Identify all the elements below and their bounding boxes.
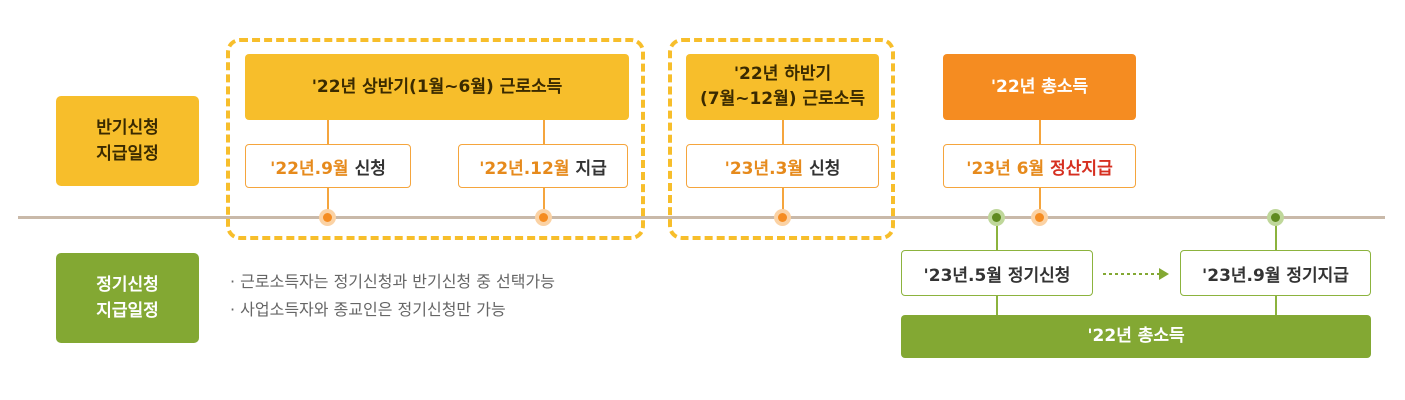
settlement-pay-box: '23년 6월 정산지급 — [943, 144, 1136, 188]
settle-date: '23년 6월 — [966, 158, 1045, 179]
dotted-arrow — [1101, 266, 1171, 280]
apply-action: 신청 — [809, 158, 841, 179]
regular-pay-text: '23년.9월 정기지급 — [1202, 265, 1349, 286]
regular-total-income-text: '22년 총소득 — [1087, 326, 1185, 346]
semiannual-schedule-label: 반기신청 지급일정 — [56, 96, 199, 186]
timeline-dot — [539, 213, 548, 222]
regular-apply-text: '23년.5월 정기신청 — [923, 265, 1071, 286]
timeline-axis — [18, 216, 1385, 219]
second-half-income-header: '22년 하반기 (7월~12월) 근로소득 — [686, 54, 879, 120]
arrow-right-icon — [1103, 268, 1169, 280]
second-half-apply-box: '23년.3월 신청 — [686, 144, 879, 188]
first-half-pay-box: '22년.12월 지급 — [458, 144, 628, 188]
first-half-income-header-text: '22년 상반기(1월~6월) 근로소득 — [311, 76, 563, 97]
note-item: · 근로소득자는 정기신청과 반기신청 중 선택가능 — [230, 272, 555, 291]
regular-pay-box: '23년.9월 정기지급 — [1180, 250, 1371, 296]
timeline-dot — [1271, 213, 1280, 222]
semiannual-label-line1: 반기신청 — [96, 118, 159, 138]
total-income-header: '22년 총소득 — [943, 54, 1136, 120]
regular-label-line2: 지급일정 — [96, 301, 159, 321]
pay-date: '22년.12월 — [479, 158, 570, 179]
second-half-header-line2: (7월~12월) 근로소득 — [699, 89, 866, 109]
timeline-dot — [323, 213, 332, 222]
regular-total-income-bar: '22년 총소득 — [901, 315, 1371, 358]
total-income-header-text: '22년 총소득 — [990, 76, 1089, 97]
first-half-income-header: '22년 상반기(1월~6월) 근로소득 — [245, 54, 629, 120]
first-half-apply-box: '22년.9월 신청 — [245, 144, 411, 188]
apply-date: '22년.9월 — [270, 158, 349, 179]
semiannual-label-line2: 지급일정 — [96, 144, 159, 164]
note-item: · 사업소득자와 종교인은 정기신청만 가능 — [230, 300, 506, 319]
first-half-group-frame — [226, 38, 645, 240]
settle-action: 정산지급 — [1050, 158, 1113, 179]
second-half-group-frame — [668, 38, 895, 240]
notes: · 근로소득자는 정기신청과 반기신청 중 선택가능 · 사업소득자와 종교인은… — [230, 268, 555, 324]
timeline-dot — [992, 213, 1001, 222]
regular-schedule-label: 정기신청 지급일정 — [56, 253, 199, 343]
timeline-dot — [1035, 213, 1044, 222]
apply-date: '23년.3월 — [724, 158, 804, 179]
timeline-dot — [778, 213, 787, 222]
pay-action: 지급 — [575, 158, 607, 179]
second-half-header-line1: '22년 하반기 — [733, 64, 832, 84]
regular-apply-box: '23년.5월 정기신청 — [901, 250, 1093, 296]
apply-action: 신청 — [354, 158, 386, 179]
regular-label-line1: 정기신청 — [96, 275, 159, 295]
